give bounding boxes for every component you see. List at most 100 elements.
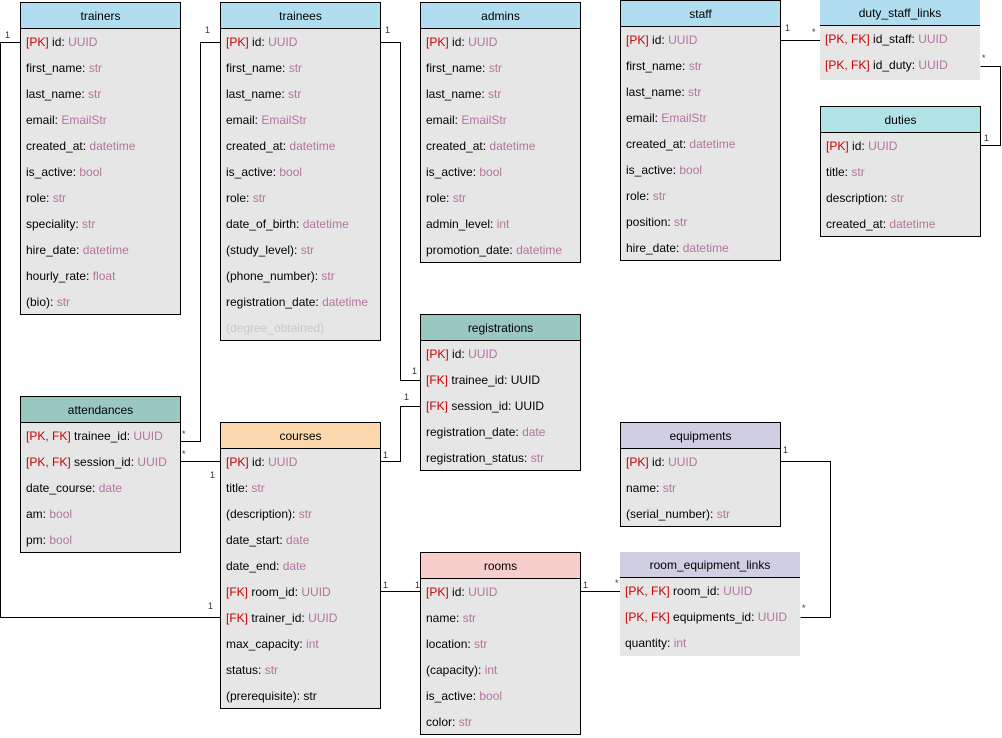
field-row[interactable]: created_at: datetime bbox=[821, 211, 980, 237]
field-row[interactable]: [PK, FK] room_id: UUID bbox=[620, 578, 800, 604]
field-row[interactable]: position: str bbox=[621, 209, 780, 235]
field-row[interactable]: email: EmailStr bbox=[621, 105, 780, 131]
table-title[interactable]: rooms bbox=[421, 553, 580, 579]
field-row[interactable]: last_name: str bbox=[621, 79, 780, 105]
field-row[interactable]: is_active: bool bbox=[21, 159, 180, 185]
field-row[interactable]: [PK] id: UUID bbox=[621, 449, 780, 475]
table-title[interactable]: room_equipment_links bbox=[620, 552, 800, 578]
field-row[interactable]: last_name: str bbox=[221, 81, 380, 107]
table-registrations[interactable]: registrations[PK] id: UUID[FK] trainee_i… bbox=[420, 314, 581, 471]
field-row[interactable]: [PK] id: UUID bbox=[21, 29, 180, 55]
field-row[interactable]: registration_status: str bbox=[421, 445, 580, 471]
field-row[interactable]: (bio): str bbox=[21, 289, 180, 315]
field-row[interactable]: [PK, FK] id_duty: UUID bbox=[820, 52, 980, 78]
field-row[interactable]: status: str bbox=[221, 657, 380, 683]
field-row[interactable]: created_at: datetime bbox=[421, 133, 580, 159]
field-row[interactable]: [PK, FK] session_id: UUID bbox=[21, 449, 180, 475]
field-row[interactable]: am: bool bbox=[21, 501, 180, 527]
table-room-equipment-links[interactable]: room_equipment_links[PK, FK] room_id: UU… bbox=[620, 552, 800, 656]
field-row[interactable]: description: str bbox=[821, 185, 980, 211]
field-row[interactable]: [FK] room_id: UUID bbox=[221, 579, 380, 605]
field-row[interactable]: [PK] id: UUID bbox=[221, 29, 380, 55]
field-row[interactable]: quantity: int bbox=[620, 630, 800, 656]
table-title[interactable]: equipments bbox=[621, 423, 780, 449]
field-row[interactable]: name: str bbox=[621, 475, 780, 501]
field-row[interactable]: (capacity): int bbox=[421, 657, 580, 683]
field-row[interactable]: (prerequisite): str bbox=[221, 683, 380, 709]
field-row[interactable]: [FK] trainee_id: UUID bbox=[421, 367, 580, 393]
field-row[interactable]: is_active: bool bbox=[421, 683, 580, 709]
field-row[interactable]: title: str bbox=[221, 475, 380, 501]
field-row[interactable]: hire_date: datetime bbox=[21, 237, 180, 263]
field-row[interactable]: email: EmailStr bbox=[421, 107, 580, 133]
field-row[interactable]: date_of_birth: datetime bbox=[221, 211, 380, 237]
field-row[interactable]: [PK] id: UUID bbox=[621, 27, 780, 53]
field-row[interactable]: [PK] id: UUID bbox=[421, 341, 580, 367]
field-row[interactable]: [PK, FK] equipments_id: UUID bbox=[620, 604, 800, 630]
table-title[interactable]: trainers bbox=[21, 3, 180, 29]
field-row[interactable]: title: str bbox=[821, 159, 980, 185]
table-title[interactable]: attendances bbox=[21, 397, 180, 423]
field-row[interactable]: first_name: str bbox=[221, 55, 380, 81]
field-row[interactable]: role: str bbox=[21, 185, 180, 211]
table-title[interactable]: registrations bbox=[421, 315, 580, 341]
field-row[interactable]: color: str bbox=[421, 709, 580, 735]
field-row[interactable]: registration_date: datetime bbox=[221, 289, 380, 315]
field-row[interactable]: max_capacity: int bbox=[221, 631, 380, 657]
field-row[interactable]: created_at: datetime bbox=[221, 133, 380, 159]
field-row[interactable]: [PK, FK] trainee_id: UUID bbox=[21, 423, 180, 449]
field-row[interactable]: is_active: bool bbox=[621, 157, 780, 183]
table-title[interactable]: trainees bbox=[221, 3, 380, 29]
field-row[interactable]: first_name: str bbox=[421, 55, 580, 81]
field-row[interactable]: created_at: datetime bbox=[21, 133, 180, 159]
field-row[interactable]: (degree_obtained) bbox=[221, 315, 380, 341]
field-row[interactable]: location: str bbox=[421, 631, 580, 657]
field-row[interactable]: [PK, FK] id_staff: UUID bbox=[820, 26, 980, 52]
field-row[interactable]: admin_level: int bbox=[421, 211, 580, 237]
table-attendances[interactable]: attendances[PK, FK] trainee_id: UUID[PK,… bbox=[20, 396, 181, 553]
field-row[interactable]: role: str bbox=[221, 185, 380, 211]
field-row[interactable]: last_name: str bbox=[21, 81, 180, 107]
field-row[interactable]: name: str bbox=[421, 605, 580, 631]
field-row[interactable]: [PK] id: UUID bbox=[421, 29, 580, 55]
field-row[interactable]: (phone_number): str bbox=[221, 263, 380, 289]
field-row[interactable]: [FK] trainer_id: UUID bbox=[221, 605, 380, 631]
table-title[interactable]: courses bbox=[221, 423, 380, 449]
field-row[interactable]: registration_date: date bbox=[421, 419, 580, 445]
field-row[interactable]: [FK] session_id: UUID bbox=[421, 393, 580, 419]
field-row[interactable]: [PK] id: UUID bbox=[821, 133, 980, 159]
field-row[interactable]: created_at: datetime bbox=[621, 131, 780, 157]
field-row[interactable]: [PK] id: UUID bbox=[421, 579, 580, 605]
field-row[interactable]: hourly_rate: float bbox=[21, 263, 180, 289]
field-row[interactable]: last_name: str bbox=[421, 81, 580, 107]
field-row[interactable]: first_name: str bbox=[21, 55, 180, 81]
field-row[interactable]: date_end: date bbox=[221, 553, 380, 579]
field-row[interactable]: (serial_number): str bbox=[621, 501, 780, 527]
table-duty-staff-links[interactable]: duty_staff_links[PK, FK] id_staff: UUID[… bbox=[820, 0, 980, 80]
field-row[interactable]: email: EmailStr bbox=[21, 107, 180, 133]
field-row[interactable]: speciality: str bbox=[21, 211, 180, 237]
table-title[interactable]: admins bbox=[421, 3, 580, 29]
field-row[interactable]: date_course: date bbox=[21, 475, 180, 501]
field-row[interactable]: [PK] id: UUID bbox=[221, 449, 380, 475]
field-row[interactable]: (study_level): str bbox=[221, 237, 380, 263]
field-row[interactable]: email: EmailStr bbox=[221, 107, 380, 133]
field-row[interactable]: role: str bbox=[421, 185, 580, 211]
table-title[interactable]: duties bbox=[821, 107, 980, 133]
field-row[interactable]: hire_date: datetime bbox=[621, 235, 780, 261]
field-row[interactable]: date_start: date bbox=[221, 527, 380, 553]
table-title[interactable]: duty_staff_links bbox=[820, 0, 980, 26]
field-row[interactable]: first_name: str bbox=[621, 53, 780, 79]
field-row[interactable]: is_active: bool bbox=[421, 159, 580, 185]
field-row[interactable]: role: str bbox=[621, 183, 780, 209]
field-row[interactable]: promotion_date: datetime bbox=[421, 237, 580, 263]
field-row[interactable]: (description): str bbox=[221, 501, 380, 527]
